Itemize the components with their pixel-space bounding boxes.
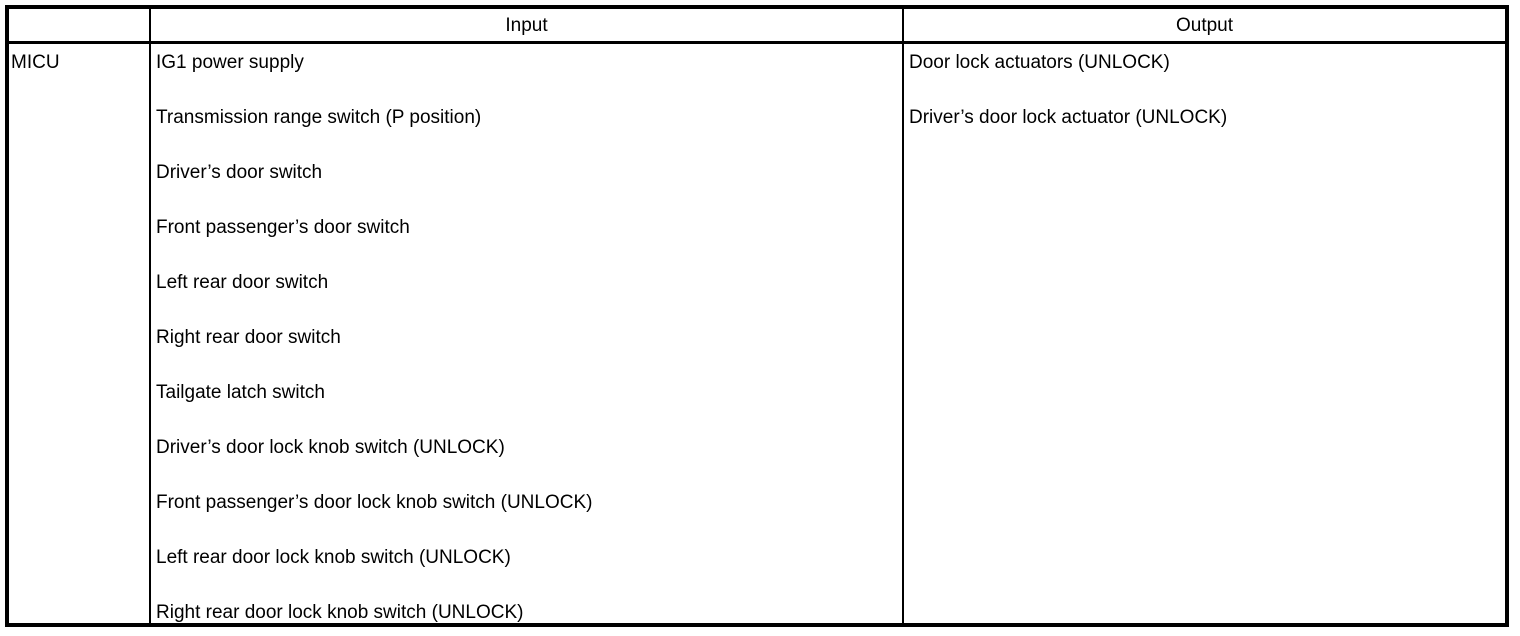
output-list: Door lock actuators (UNLOCK) Driver’s do… [902,44,1505,623]
unit-column-header [9,9,149,44]
input-item: Right rear door lock knob switch (UNLOCK… [156,602,524,623]
input-item: Front passenger’s door switch [156,217,410,238]
input-list: IG1 power supply Transmission range swit… [149,44,902,623]
input-item: IG1 power supply [156,52,304,73]
input-item: Driver’s door switch [156,162,323,183]
unit-cell: MICU [9,44,149,623]
unit-label: MICU [11,52,60,73]
output-item: Driver’s door lock actuator (UNLOCK) [909,107,1228,128]
input-item: Driver’s door lock knob switch (UNLOCK) [156,437,505,458]
output-column-header: Output [902,9,1505,44]
input-item: Front passenger’s door lock knob switch … [156,492,593,513]
output-item: Door lock actuators (UNLOCK) [909,52,1170,73]
input-item: Left rear door lock knob switch (UNLOCK) [156,547,511,568]
io-table: Input Output MICU IG1 power supply Trans… [5,5,1509,627]
input-column-header: Input [149,9,902,44]
input-item: Right rear door switch [156,327,341,348]
input-item: Left rear door switch [156,272,329,293]
input-item: Transmission range switch (P position) [156,107,482,128]
input-item: Tailgate latch switch [156,382,325,403]
